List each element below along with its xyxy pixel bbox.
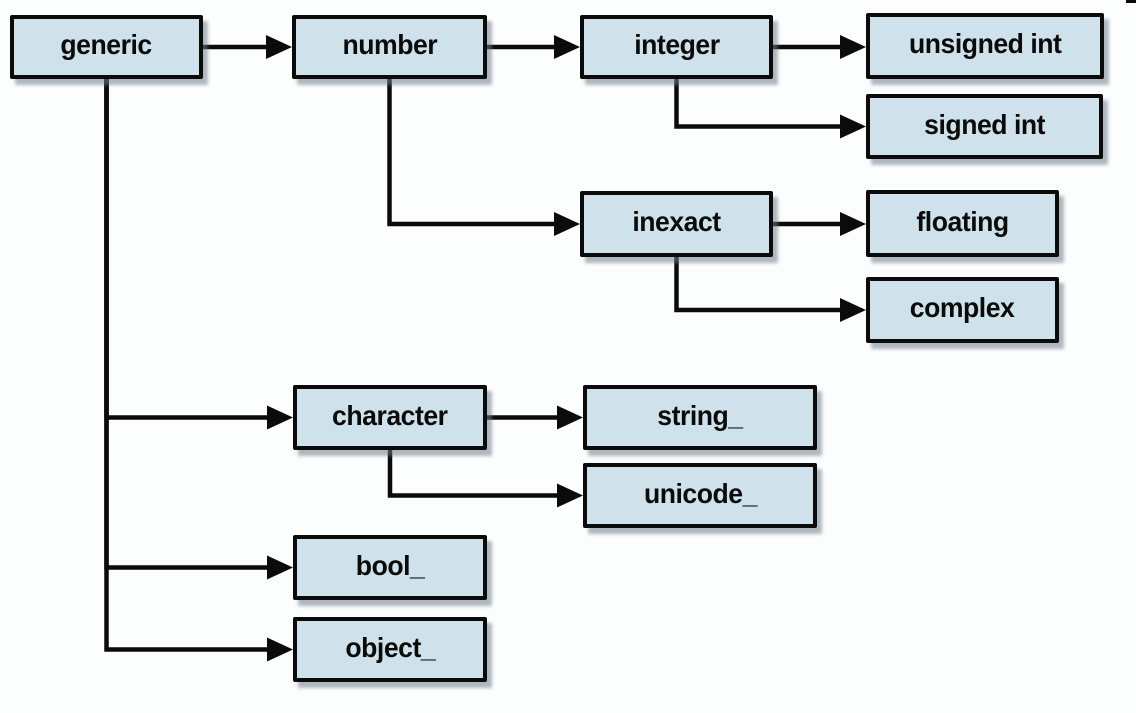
node-generic: generic (10, 15, 203, 79)
node-label: complex (910, 292, 1015, 323)
node-string: string_ (583, 385, 817, 450)
node-object: object_ (293, 617, 487, 682)
arrowhead-icon (557, 483, 583, 508)
arrowhead-icon (840, 35, 866, 59)
connector-line (387, 79, 556, 227)
node-label: bool_ (355, 549, 425, 581)
arrowhead-icon (267, 555, 293, 580)
connector-line (104, 79, 269, 420)
node-integer: integer (580, 15, 773, 79)
node-label: generic (60, 29, 153, 60)
arrowhead-icon (266, 35, 292, 59)
node-label: unicode_ (643, 477, 757, 509)
node-signed-int: signed int (866, 94, 1103, 159)
node-label: unsigned int (908, 28, 1062, 59)
crop-artifact-mark (1126, 0, 1136, 3)
arrowhead-icon (840, 298, 866, 322)
node-label: integer (633, 29, 720, 60)
node-unsigned-int: unsigned int (866, 13, 1104, 79)
arrowhead-icon (267, 637, 293, 662)
arrowhead-icon (840, 114, 866, 139)
node-unicode: unicode_ (583, 463, 817, 528)
arrowhead-icon (554, 212, 580, 236)
arrowhead-icon (557, 405, 583, 430)
node-inexact: inexact (580, 191, 773, 257)
arrowhead-icon (554, 35, 580, 59)
connector-line (104, 79, 269, 570)
node-label: number (342, 29, 437, 60)
node-character: character (293, 385, 487, 450)
node-label: string_ (657, 399, 743, 431)
connector-line (387, 450, 559, 498)
arrowhead-icon (840, 212, 866, 236)
node-complex: complex (866, 277, 1059, 343)
connector-line (104, 79, 269, 652)
node-label: object_ (345, 631, 435, 663)
node-label: floating (916, 205, 1009, 237)
node-bool: bool_ (293, 535, 487, 600)
node-label: inexact (632, 206, 721, 237)
node-number: number (292, 15, 487, 79)
connector-line (674, 79, 842, 129)
node-floating: floating (866, 190, 1059, 257)
arrowhead-icon (267, 405, 293, 430)
connector-line (674, 257, 842, 313)
node-label: signed int (924, 108, 1045, 140)
node-label: character (332, 399, 448, 431)
